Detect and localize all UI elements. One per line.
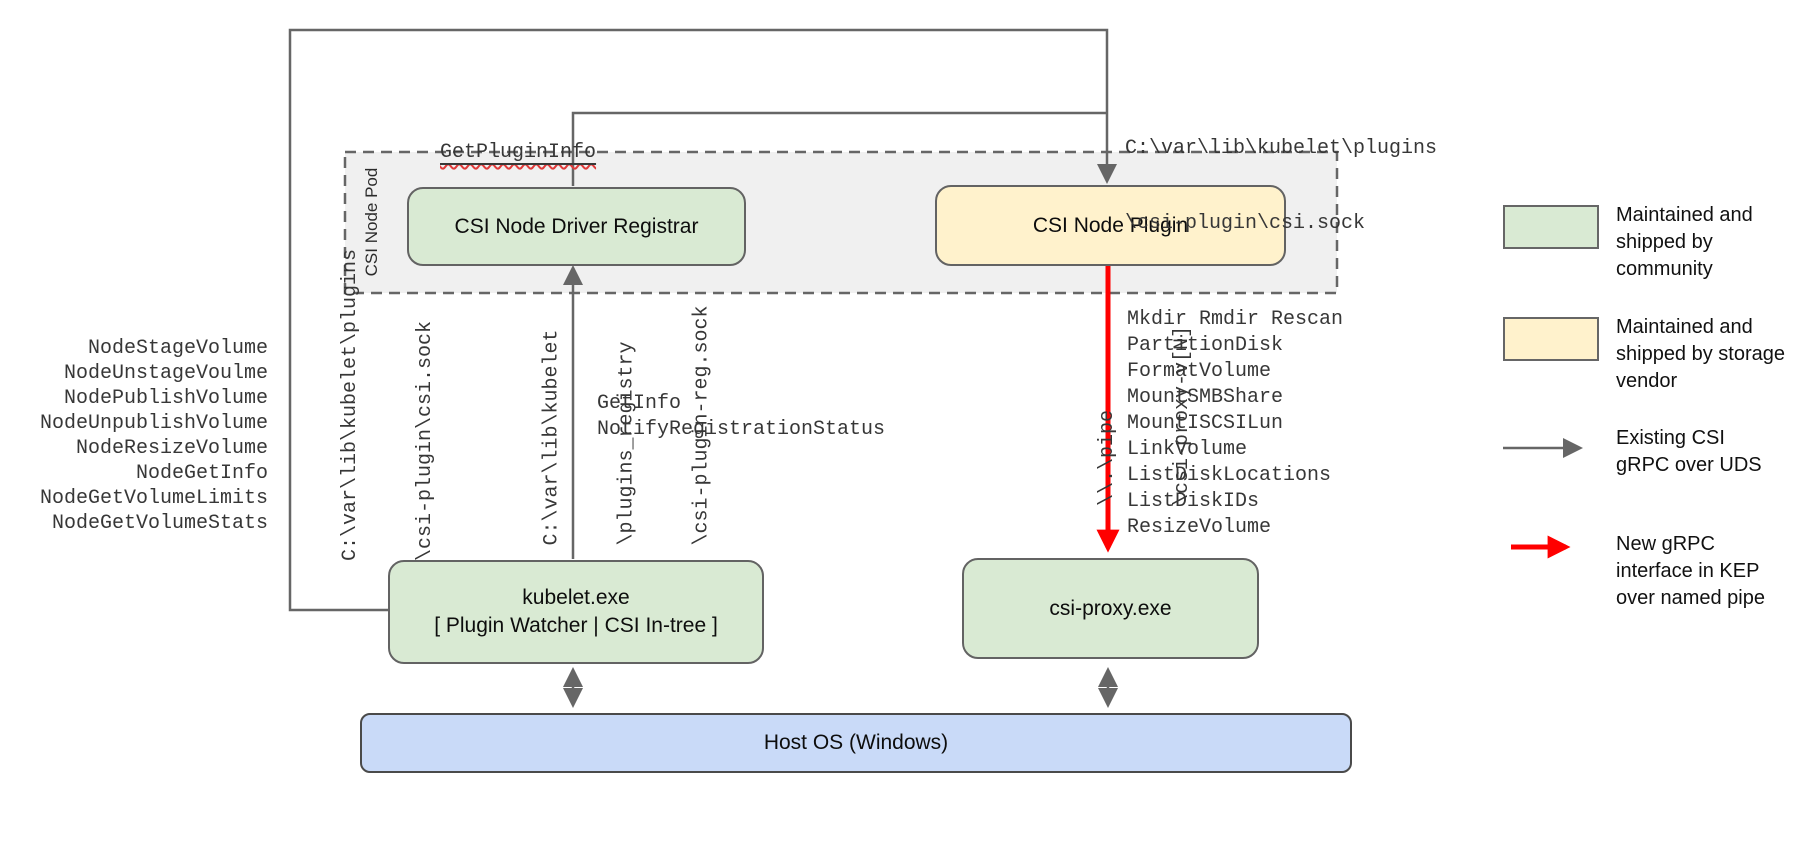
list-item: FormatVolume — [1127, 360, 1272, 383]
list-item: NodeUnstageVoulme — [63, 362, 268, 385]
list-item: ListDiskLocations — [1127, 464, 1332, 487]
list-item: NotifyRegistrationStatus — [597, 418, 886, 441]
kubelet-label-line2: [ Plugin Watcher | CSI In-tree ] — [434, 614, 718, 637]
list-item: NodeGetVolumeStats — [51, 512, 268, 535]
legend-pipe-label: New gRPC interface in KEP over named pip… — [1616, 533, 1765, 609]
legend-red-arrow-icon — [1511, 535, 1571, 559]
list-item: MountISCSILun — [1127, 412, 1284, 435]
csi-proxy-box: csi-proxy.exe — [962, 558, 1259, 659]
list-item: ListDiskIDs — [1127, 490, 1260, 513]
list-item: NodeGetInfo — [135, 462, 268, 485]
list-item: NodeUnpublishVolume — [39, 412, 268, 435]
named-pipe-vertical-label: \\.\pipe \csi-proxy-v[N] — [1096, 325, 1194, 506]
list-item: NodeResizeVolume — [75, 437, 268, 460]
list-item: MountSMBShare — [1127, 386, 1284, 409]
kubelet-to-plugin-uds-line — [288, 28, 1117, 612]
list-item: ResizeVolume — [1127, 516, 1272, 539]
legend-vendor-swatch — [1503, 317, 1599, 361]
kubelet-label-line1: kubelet.exe — [522, 586, 630, 609]
legend-vendor-label: Maintained and shipped by storage vendor — [1616, 316, 1786, 392]
list-item: NodeGetVolumeLimits — [39, 487, 268, 510]
host-os-box: Host OS (Windows) — [360, 713, 1352, 773]
kubelet-box: kubelet.exe [ Plugin Watcher | CSI In-tr… — [388, 560, 764, 664]
legend-community-swatch — [1503, 205, 1599, 249]
list-item: LinkVolume — [1127, 438, 1248, 461]
csi-sock-path-label: C:\var\lib\kubelet\plugins \csi-plugin\c… — [1125, 137, 1438, 235]
list-item: NodeStageVolume — [87, 337, 268, 360]
csi-proxy-label: csi-proxy.exe — [1049, 596, 1172, 620]
legend-community-label: Maintained and shipped by community — [1616, 204, 1753, 280]
list-item: GetInfo — [597, 392, 682, 415]
csi-node-plugin-box: CSI Node Plugin — [935, 185, 1286, 266]
list-item: NodePublishVolume — [63, 387, 268, 410]
registration-sock-vertical-label: C:\var\lib\kubelet \plugins_registry \cs… — [540, 305, 714, 546]
registrar-getplugininfo-line — [571, 111, 1107, 186]
host-os-label: Host OS (Windows) — [763, 731, 949, 754]
csi-node-plugin-label: CSI Node Plugin — [1032, 213, 1189, 237]
list-item: PartitionDisk — [1127, 334, 1284, 357]
legend-gray-arrow-icon — [1503, 438, 1583, 458]
csi-node-driver-registrar-label: CSI Node Driver Registrar — [454, 214, 699, 238]
csi-sock-vertical-label: C:\var\lib\kubelet\plugins \csi-plugin\c… — [339, 248, 437, 561]
get-plugin-info-label: GetPluginInfo — [440, 141, 597, 164]
legend-uds-label: Existing CSI gRPC over UDS — [1616, 427, 1762, 476]
list-item: Mkdir Rmdir Rescan — [1127, 308, 1344, 331]
